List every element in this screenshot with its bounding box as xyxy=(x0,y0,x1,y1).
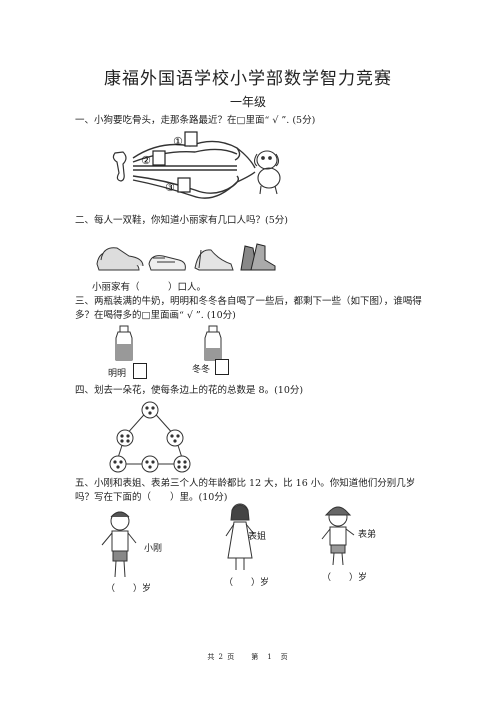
page-footer: 共 2 页 第 1 页 xyxy=(207,653,289,661)
question-5-text: 五、小刚和表姐、表弟三个人的年龄都比 12 大，比 16 小。你知道他们分别几岁… xyxy=(75,478,416,503)
name-mingming: 明明 xyxy=(108,369,127,379)
path-1-checkbox[interactable] xyxy=(184,131,198,147)
milk-bottle-a-icon xyxy=(115,325,133,361)
xiaogang-age-answer[interactable]: （ ）岁 xyxy=(106,584,152,594)
flower-icons xyxy=(113,406,187,469)
question-4-text: 四、划去一朵花，使每条边上的花的总数是 8。(10分) xyxy=(75,385,304,396)
bone-icon xyxy=(112,151,127,182)
milk-bottle-b-icon xyxy=(204,325,222,361)
page-title: 康福外国语学校小学部数学智力竞赛 xyxy=(104,69,392,89)
biaodi-age-answer[interactable]: （ ）岁 xyxy=(322,573,368,583)
path-maze-figure: ① ② ③ xyxy=(112,131,281,199)
path-label-1: ① xyxy=(173,135,183,148)
path-label-3: ③ xyxy=(165,181,175,194)
mingming-checkbox[interactable] xyxy=(133,363,147,379)
path-3-checkbox[interactable] xyxy=(177,177,191,193)
question-2-answer[interactable]: 小丽家有（ ）口人。 xyxy=(92,282,207,293)
xiaogang-figure xyxy=(101,511,137,578)
grade-label: 一年级 xyxy=(229,95,266,109)
dongdong-checkbox[interactable] xyxy=(215,359,229,375)
name-dongdong: 冬冬 xyxy=(192,365,211,375)
name-biaodi: 表弟 xyxy=(358,530,377,540)
path-lines xyxy=(132,140,256,199)
sneakers-icon xyxy=(96,247,144,271)
question-1-text: 一、小狗要吃骨头，走那条路最近？在□里面“ √ ”. (5分) xyxy=(75,115,316,126)
biaodi-figure xyxy=(321,506,355,566)
dog-icon xyxy=(253,150,281,195)
biaojie-age-answer[interactable]: （ ）岁 xyxy=(224,578,270,588)
girl-icon xyxy=(225,503,255,570)
boy-icon xyxy=(101,511,137,578)
path-2-checkbox[interactable] xyxy=(152,150,166,166)
flower-triangle-figure xyxy=(109,401,191,473)
question-2-text: 二、每人一双鞋，你知道小丽家有几口人吗？(5分) xyxy=(75,215,288,226)
name-biaojie: 表姐 xyxy=(248,532,267,542)
little-boy-icon xyxy=(321,506,355,566)
heels-icon xyxy=(194,249,234,271)
biaojie-figure xyxy=(225,503,255,570)
boots-icon xyxy=(240,243,276,271)
question-3-text: 三、两瓶装满的牛奶，明明和冬冬各自喝了一些后，都剩下一些（如下图），谁喝得多？在… xyxy=(75,296,422,321)
milk-bottles-figure xyxy=(115,325,222,361)
shoes-figure xyxy=(96,243,276,271)
sandals-icon xyxy=(148,255,186,271)
path-label-2: ② xyxy=(141,154,151,167)
name-xiaogang: 小刚 xyxy=(144,544,163,554)
